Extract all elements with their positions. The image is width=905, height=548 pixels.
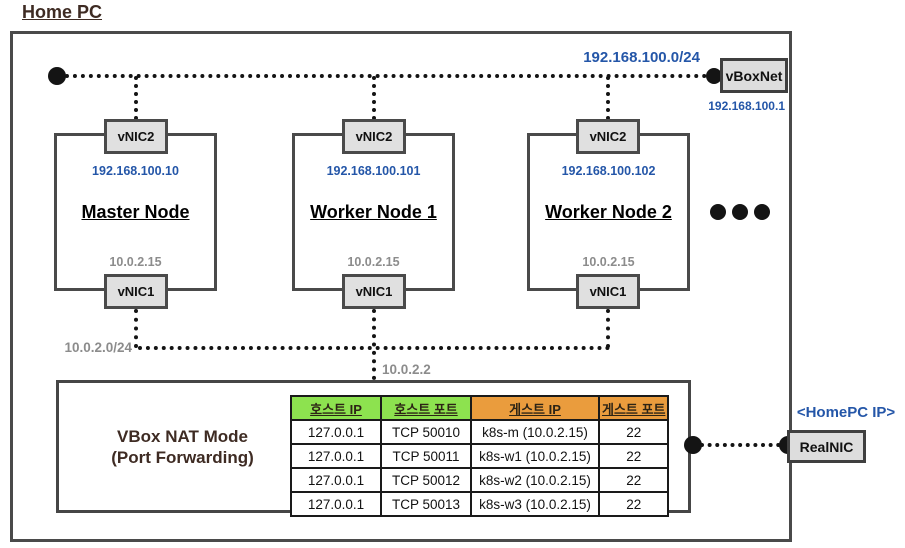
node-box-worker1: 192.168.100.101 Worker Node 1 10.0.2.15 (292, 133, 455, 291)
bottom-subnet-label: 10.0.2.0/24 (64, 340, 132, 355)
bottom-drop-master (134, 309, 138, 348)
worker2-node-title: Worker Node 2 (545, 202, 672, 222)
master-vnic1-box: vNIC1 (104, 274, 168, 309)
cell-host-port: TCP 50013 (380, 491, 472, 517)
cell-host-ip: 127.0.0.1 (290, 467, 382, 493)
nat-realnic-junction-dot (684, 436, 702, 454)
vbox-nat-title: VBox NAT Mode (Port Forwarding) (70, 426, 295, 468)
table-row: 127.0.0.1 TCP 50012 k8s-w2 (10.0.2.15) 2… (290, 467, 670, 493)
table-row: 127.0.0.1 TCP 50013 k8s-w3 (10.0.2.15) 2… (290, 491, 670, 517)
master-vnic2-box: vNIC2 (104, 119, 168, 154)
bottom-drop-worker1 (372, 309, 376, 380)
homepc-ip-label: <HomePC IP> (796, 404, 896, 421)
top-network-line (57, 74, 715, 78)
cell-host-port: TCP 50012 (380, 467, 472, 493)
vbox-nat-title-line1: VBox NAT Mode (117, 427, 248, 446)
port-forwarding-table: 호스트 IP 호스트 포트 게스트 IP 게스트 포트 127.0.0.1 TC… (290, 395, 670, 517)
header-guest-port: 게스트 포트 (597, 395, 670, 421)
worker2-vnic2-box: vNIC2 (576, 119, 640, 154)
more-nodes-dot-3 (754, 204, 770, 220)
bottom-drop-worker2 (606, 309, 610, 348)
cell-guest-port: 22 (597, 491, 670, 517)
worker1-vnic1-box: vNIC1 (342, 274, 406, 309)
table-row: 127.0.0.1 TCP 50010 k8s-m (10.0.2.15) 22 (290, 419, 670, 445)
worker2-vnic1-box: vNIC1 (576, 274, 640, 309)
header-host-port: 호스트 포트 (380, 395, 472, 421)
cell-guest-ip: k8s-w2 (10.0.2.15) (470, 467, 600, 493)
cell-host-port: TCP 50011 (380, 443, 472, 469)
cell-guest-port: 22 (597, 443, 670, 469)
vboxnet-junction-dot (706, 68, 722, 84)
table-row: 127.0.0.1 TCP 50011 k8s-w1 (10.0.2.15) 2… (290, 443, 670, 469)
worker1-node-title: Worker Node 1 (310, 202, 437, 222)
table-header-row: 호스트 IP 호스트 포트 게스트 IP 게스트 포트 (290, 395, 670, 421)
cell-host-ip: 127.0.0.1 (290, 491, 382, 517)
more-nodes-dot-2 (732, 204, 748, 220)
nat-gateway-ip-label: 10.0.2.2 (382, 362, 431, 377)
top-drop-worker2 (606, 76, 610, 120)
header-host-ip: 호스트 IP (290, 395, 382, 421)
nat-realnic-line (700, 443, 788, 447)
vboxnet-box: vBoxNet (720, 58, 788, 93)
vbox-nat-title-line2: (Port Forwarding) (111, 448, 254, 467)
top-network-left-junction-dot (48, 67, 66, 85)
cell-guest-ip: k8s-m (10.0.2.15) (470, 419, 600, 445)
cell-guest-port: 22 (597, 419, 670, 445)
node-box-master: 192.168.100.10 Master Node 10.0.2.15 (54, 133, 217, 291)
diagram-title: Home PC (22, 2, 103, 22)
cell-host-ip: 127.0.0.1 (290, 443, 382, 469)
worker1-vnic2-ip: 192.168.100.101 (326, 164, 421, 178)
bottom-network-line (138, 346, 610, 350)
master-node-title: Master Node (81, 202, 190, 222)
header-guest-ip: 게스트 IP (470, 395, 600, 421)
cell-guest-ip: k8s-w3 (10.0.2.15) (470, 491, 600, 517)
cell-host-port: TCP 50010 (380, 419, 472, 445)
realnic-box: RealNIC (787, 430, 866, 463)
master-vnic2-ip: 192.168.100.10 (92, 164, 179, 178)
more-nodes-dot-1 (710, 204, 726, 220)
cell-guest-ip: k8s-w1 (10.0.2.15) (470, 443, 600, 469)
node-box-worker2: 192.168.100.102 Worker Node 2 10.0.2.15 (527, 133, 690, 291)
top-drop-worker1 (372, 76, 376, 120)
cell-guest-port: 22 (597, 467, 670, 493)
worker1-vnic1-ip: 10.0.2.15 (347, 255, 400, 269)
worker2-vnic1-ip: 10.0.2.15 (582, 255, 635, 269)
cell-host-ip: 127.0.0.1 (290, 419, 382, 445)
vboxnet-ip-label: 192.168.100.1 (708, 99, 785, 113)
top-drop-master (134, 76, 138, 120)
top-subnet-label: 192.168.100.0/24 (583, 49, 700, 66)
worker2-vnic2-ip: 192.168.100.102 (561, 164, 656, 178)
worker1-vnic2-box: vNIC2 (342, 119, 406, 154)
master-vnic1-ip: 10.0.2.15 (109, 255, 162, 269)
